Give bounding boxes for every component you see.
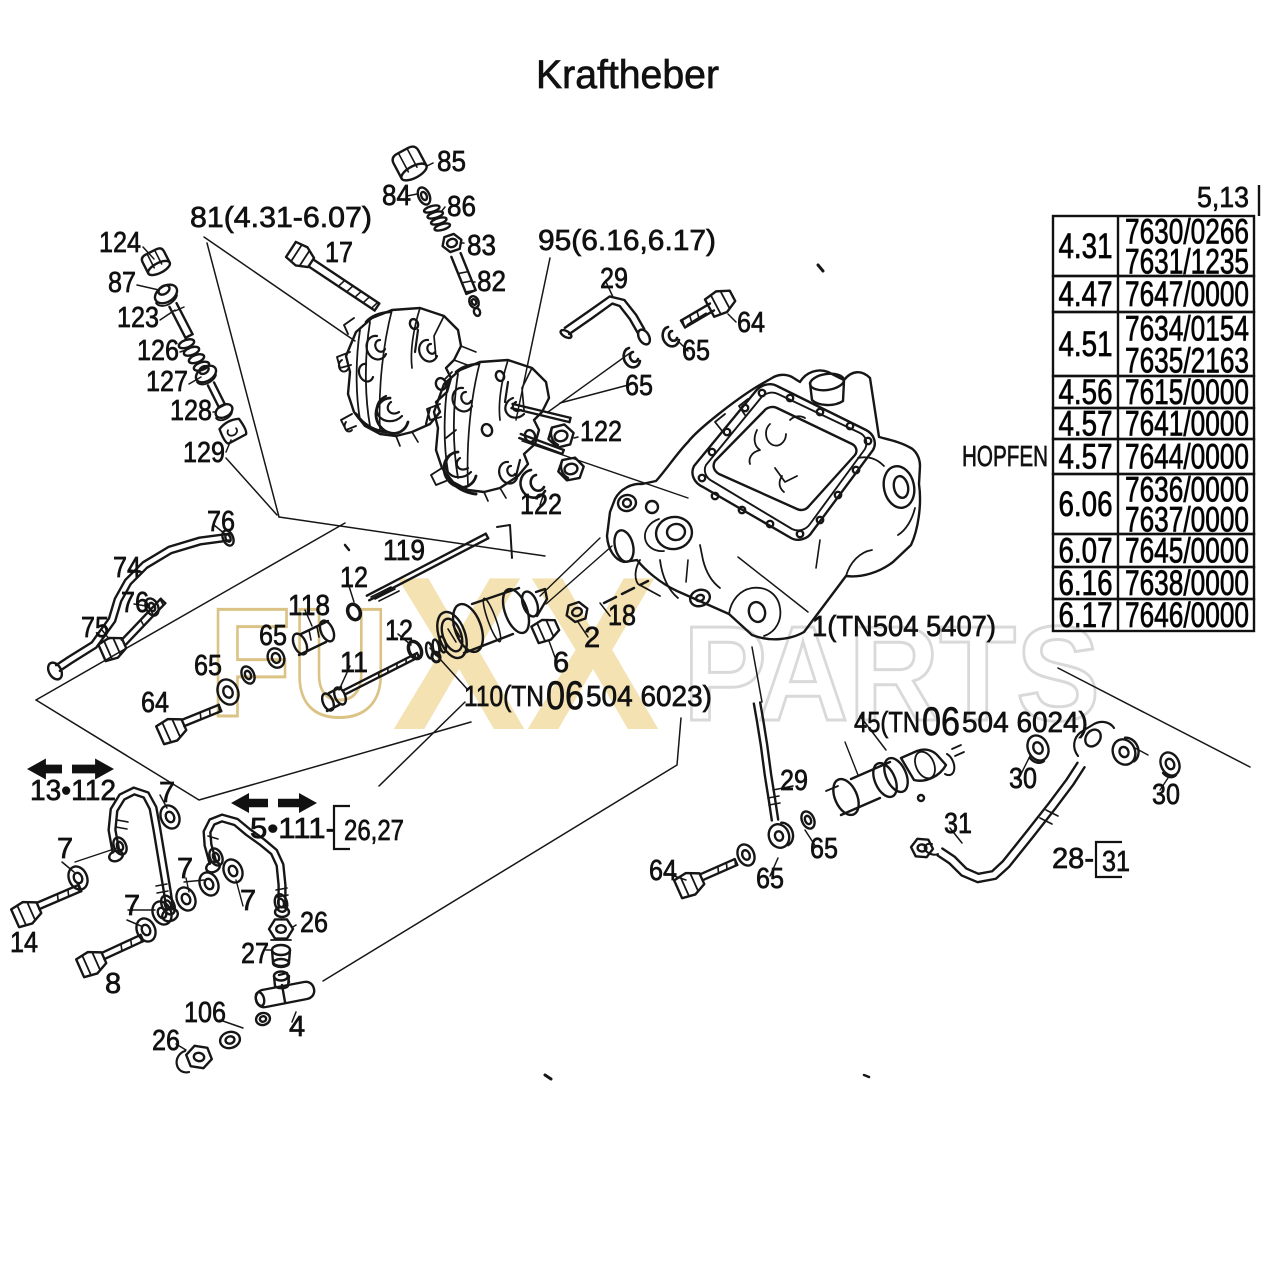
svg-text:82: 82 (477, 266, 506, 298)
svg-text:74: 74 (113, 552, 141, 584)
svg-text:27: 27 (241, 938, 269, 970)
svg-text:6.06: 6.06 (1059, 485, 1113, 524)
svg-text:64: 64 (141, 687, 169, 719)
svg-text:95(6.16,6.17): 95(6.16,6.17) (538, 225, 716, 257)
svg-text:7: 7 (240, 885, 256, 917)
svg-text:4.57: 4.57 (1059, 405, 1113, 444)
svg-text:85: 85 (437, 146, 466, 178)
svg-text:6.17: 6.17 (1059, 596, 1113, 635)
svg-text:HOPFEN: HOPFEN (962, 441, 1048, 473)
svg-text:122: 122 (580, 416, 622, 448)
svg-text:86: 86 (447, 191, 476, 223)
svg-text:4.51: 4.51 (1059, 325, 1113, 364)
svg-text:18: 18 (608, 600, 636, 632)
svg-text:5,13: 5,13 (1197, 182, 1249, 214)
svg-text:26,27: 26,27 (344, 815, 404, 847)
svg-text:65: 65 (194, 650, 222, 682)
svg-text:12: 12 (385, 615, 413, 647)
svg-text:30: 30 (1152, 779, 1180, 811)
svg-text:7637/0000: 7637/0000 (1125, 501, 1249, 540)
svg-text:14: 14 (10, 927, 38, 959)
svg-text:110(TN: 110(TN (464, 681, 544, 713)
svg-text:124: 124 (99, 227, 141, 259)
svg-text:123: 123 (117, 302, 159, 334)
svg-text:30: 30 (1009, 763, 1037, 795)
svg-text:126: 126 (137, 335, 179, 367)
svg-text:5•111-: 5•111- (250, 813, 336, 845)
svg-text:7644/0000: 7644/0000 (1125, 438, 1249, 477)
svg-text:64: 64 (649, 855, 677, 887)
svg-text:122: 122 (520, 489, 562, 521)
svg-text:64: 64 (737, 307, 765, 339)
svg-text:87: 87 (108, 267, 136, 299)
svg-text:127: 127 (146, 366, 188, 398)
svg-text:7636/0000: 7636/0000 (1125, 471, 1249, 510)
svg-text:2: 2 (584, 622, 600, 654)
svg-text:128: 128 (170, 395, 212, 427)
svg-text:PARTS: PARTS (683, 598, 1100, 749)
svg-text:7641/0000: 7641/0000 (1125, 405, 1249, 444)
svg-text:7645/0000: 7645/0000 (1125, 532, 1249, 571)
svg-text:06: 06 (546, 674, 584, 718)
svg-text:7: 7 (159, 777, 175, 809)
svg-text:76: 76 (121, 587, 149, 619)
svg-text:26: 26 (300, 907, 328, 939)
svg-text:1(TN504 5407): 1(TN504 5407) (812, 611, 996, 643)
svg-text:8: 8 (105, 968, 121, 1000)
svg-text:7631/1235: 7631/1235 (1125, 243, 1249, 282)
svg-text:06: 06 (922, 700, 960, 744)
svg-text:7: 7 (124, 890, 140, 922)
svg-text:28-: 28- (1052, 843, 1094, 875)
svg-text:76: 76 (207, 506, 235, 538)
svg-text:83: 83 (467, 230, 496, 262)
svg-text:7647/0000: 7647/0000 (1125, 275, 1249, 314)
svg-text:FU: FU (209, 576, 389, 749)
svg-text:11: 11 (340, 647, 368, 679)
svg-text:6.07: 6.07 (1059, 532, 1113, 571)
svg-text:6: 6 (553, 647, 569, 679)
svg-text:4.31: 4.31 (1059, 227, 1113, 266)
svg-text:45(TN: 45(TN (854, 707, 920, 739)
svg-text:6.16: 6.16 (1059, 564, 1113, 603)
svg-text:31: 31 (944, 808, 972, 840)
svg-text:7635/2163: 7635/2163 (1125, 342, 1249, 381)
svg-text:7630/0266: 7630/0266 (1125, 213, 1249, 252)
svg-text:4: 4 (289, 1011, 305, 1043)
svg-text:13•112: 13•112 (30, 775, 116, 807)
svg-text:75: 75 (81, 612, 109, 644)
svg-text:7: 7 (177, 853, 193, 885)
svg-text:29: 29 (780, 765, 808, 797)
svg-text:65: 65 (756, 863, 784, 895)
svg-text:7638/0000: 7638/0000 (1125, 564, 1249, 603)
svg-text:119: 119 (383, 535, 425, 567)
svg-text:17: 17 (325, 237, 353, 269)
svg-text:84: 84 (382, 180, 411, 212)
svg-text:Kraftheber: Kraftheber (536, 53, 719, 97)
svg-text:65: 65 (625, 370, 653, 402)
svg-text:26: 26 (152, 1025, 180, 1057)
svg-text:81(4.31-6.07): 81(4.31-6.07) (190, 202, 372, 234)
svg-text:129: 129 (183, 437, 225, 469)
svg-text:29: 29 (600, 263, 628, 295)
svg-text:7634/0154: 7634/0154 (1125, 310, 1249, 349)
svg-text:4.47: 4.47 (1059, 275, 1113, 314)
svg-text:65: 65 (259, 620, 287, 652)
svg-text:106: 106 (184, 997, 226, 1029)
svg-text:7646/0000: 7646/0000 (1125, 596, 1249, 635)
svg-text:4.57: 4.57 (1059, 438, 1113, 477)
svg-text:504 6024): 504 6024) (962, 707, 1088, 739)
svg-text:65: 65 (810, 833, 838, 865)
svg-text:65: 65 (682, 335, 710, 367)
svg-text:12: 12 (340, 562, 368, 594)
svg-text:504 6023): 504 6023) (586, 681, 712, 713)
svg-text:31: 31 (1102, 846, 1130, 878)
svg-text:4.56: 4.56 (1059, 373, 1113, 412)
svg-text:7: 7 (57, 833, 73, 865)
svg-text:118: 118 (288, 590, 330, 622)
svg-text:7615/0000: 7615/0000 (1125, 373, 1249, 412)
